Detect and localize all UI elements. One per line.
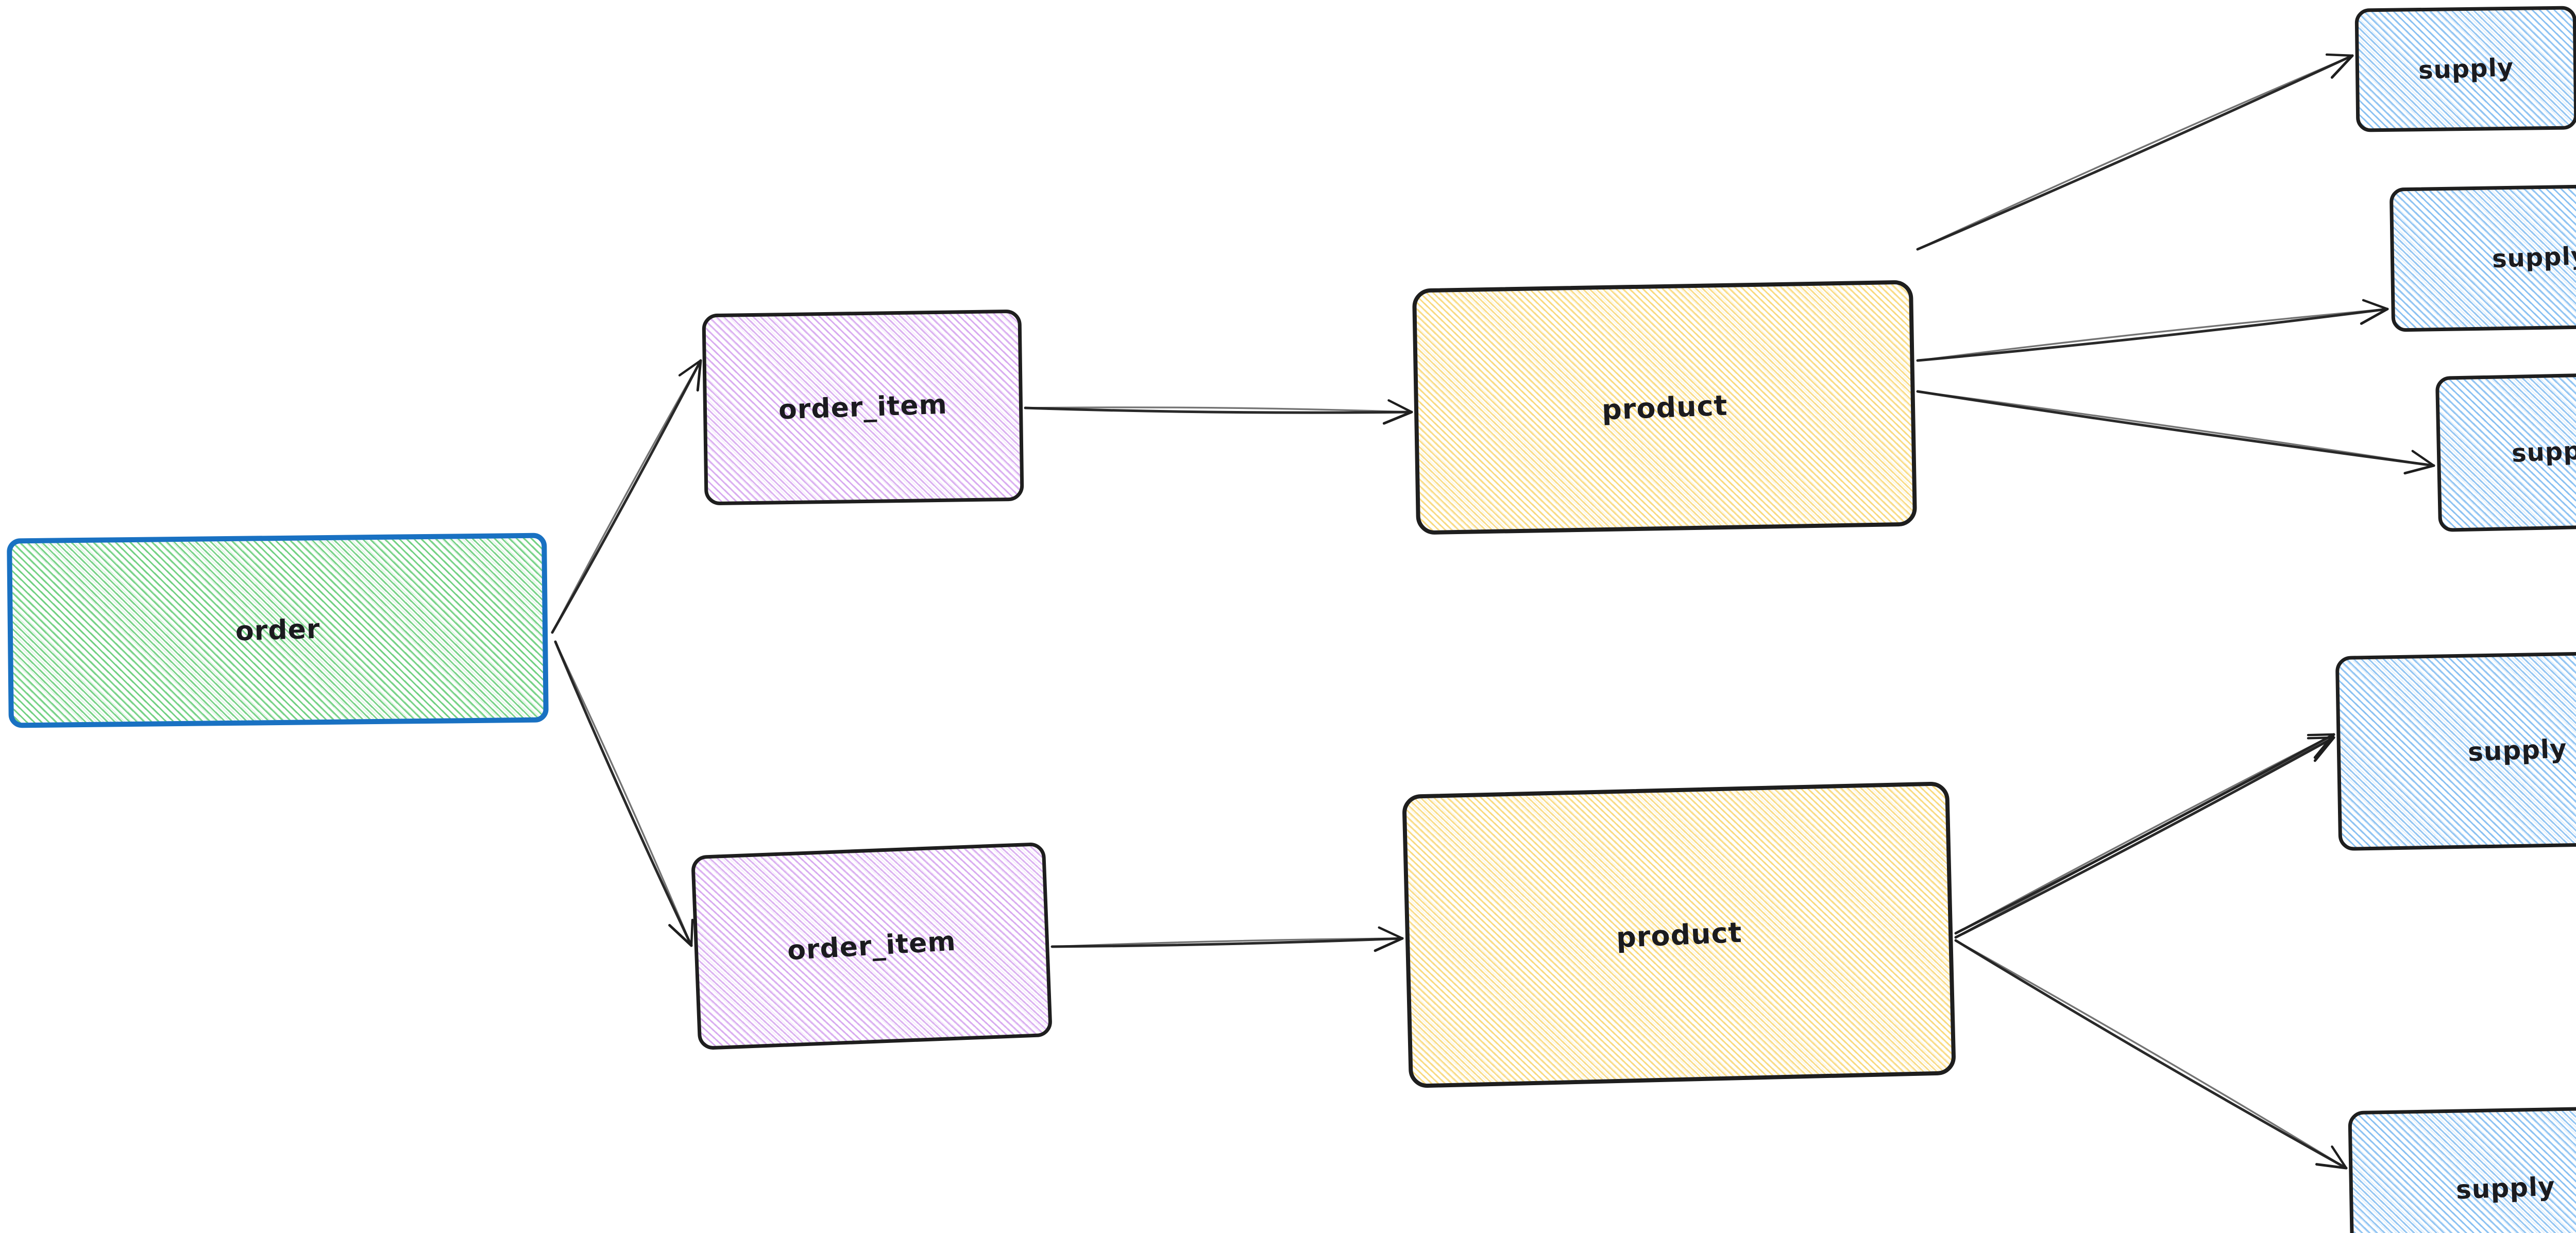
edge-e6 xyxy=(1916,299,2389,362)
node-label: supply xyxy=(2418,53,2515,85)
node-product_2[interactable]: product xyxy=(1402,781,1956,1088)
edge-e5 xyxy=(1916,53,2354,251)
node-label: product xyxy=(1615,916,1743,954)
edge-e3 xyxy=(1024,399,1413,425)
node-supply_2[interactable]: supply xyxy=(2389,183,2576,332)
node-supply_1[interactable]: supply xyxy=(2354,6,2576,132)
node-supply_5[interactable]: supply xyxy=(2348,1105,2576,1233)
edge-e2 xyxy=(554,640,694,947)
edge-e9 xyxy=(1954,939,2348,1170)
node-label: supply xyxy=(2511,435,2576,468)
node-label: order_item xyxy=(786,926,957,967)
node-order_item_1[interactable]: order_item xyxy=(702,309,1024,506)
node-label: order_item xyxy=(778,389,948,426)
node-label: supply xyxy=(2467,733,2568,767)
edge-e4 xyxy=(1050,926,1404,952)
edge-e10 xyxy=(1954,733,2335,935)
node-label: product xyxy=(1601,389,1728,426)
edge-e1 xyxy=(551,359,702,634)
node-label: supply xyxy=(2455,1171,2556,1205)
node-supply_4[interactable]: supply xyxy=(2335,649,2576,851)
node-label: supply xyxy=(2492,241,2576,274)
edge-e8 xyxy=(1954,736,2335,939)
node-order[interactable]: order xyxy=(7,533,549,728)
node-order_item_2[interactable]: order_item xyxy=(690,842,1053,1051)
node-product_1[interactable]: product xyxy=(1412,280,1918,535)
node-label: order xyxy=(234,613,321,647)
node-supply_3[interactable]: supply xyxy=(2435,371,2576,532)
edge-e7 xyxy=(1916,390,2435,475)
